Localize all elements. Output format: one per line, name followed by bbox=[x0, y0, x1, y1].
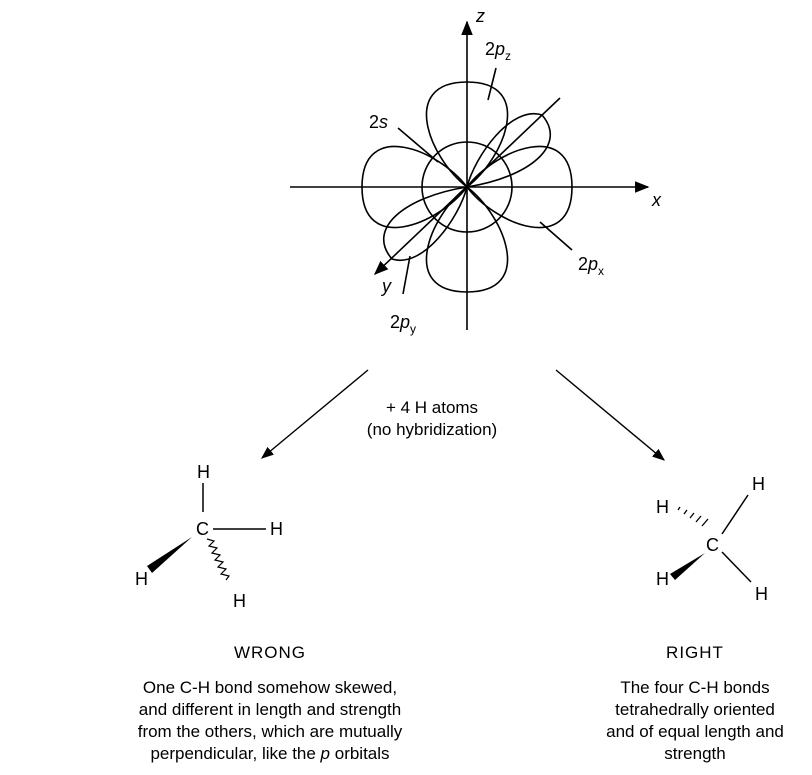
bond-c-h-bottomright bbox=[721, 551, 752, 583]
wrong-desc-line4: perpendicular, like the p orbitals bbox=[150, 744, 390, 763]
wrong-desc-line3: from the others, which are mutually bbox=[137, 722, 403, 741]
orbital-2py-back bbox=[465, 112, 552, 188]
wrong-carbon: C bbox=[196, 519, 209, 539]
right-h-bottomright: H bbox=[755, 584, 768, 604]
label-2py: 2py bbox=[390, 312, 416, 336]
orbital-2pz-upper bbox=[425, 81, 509, 189]
wavy-bond bbox=[206, 538, 231, 581]
orbital-figure bbox=[290, 20, 650, 330]
wrong-title: WRONG bbox=[233, 643, 307, 662]
center-note: + 4 H atoms (no hybridization) bbox=[352, 397, 512, 441]
label-2px: 2px bbox=[578, 254, 604, 278]
right-h-topleft: H bbox=[656, 497, 669, 517]
leader-2py bbox=[402, 255, 411, 295]
orbital-2pz-lower bbox=[425, 185, 509, 293]
wedge-bond-right bbox=[670, 553, 705, 580]
right-h-topright: H bbox=[752, 474, 765, 494]
leader-2pz bbox=[487, 67, 497, 101]
right-carbon: C bbox=[706, 535, 719, 555]
right-title: RIGHT bbox=[666, 643, 724, 662]
wrong-molecule: C H H H H bbox=[135, 462, 283, 611]
right-desc-line4: strength bbox=[664, 744, 726, 763]
arrow-to-right bbox=[555, 369, 665, 461]
wrong-h-bottom: H bbox=[233, 591, 246, 611]
right-desc-line2: tetrahedrally oriented bbox=[615, 700, 775, 719]
wrong-caption: WRONG One C-H bond somehow skewed, and d… bbox=[110, 642, 430, 765]
label-2pz: 2pz bbox=[485, 39, 511, 63]
orbital-2py-front bbox=[382, 186, 469, 262]
orbital-2px-left bbox=[361, 145, 469, 229]
leader-2s bbox=[397, 127, 439, 163]
label-2s: 2s bbox=[369, 112, 388, 132]
wrong-desc-line1: One C-H bond somehow skewed, bbox=[142, 678, 398, 697]
hash-bond bbox=[677, 506, 709, 527]
arrow-to-wrong bbox=[261, 369, 369, 459]
right-caption: RIGHT The four C-H bonds tetrahedrally o… bbox=[555, 642, 812, 765]
wrong-h-left: H bbox=[135, 569, 148, 589]
wrong-desc-line2: and different in length and strength bbox=[138, 700, 402, 719]
y-axis-label: y bbox=[380, 276, 392, 296]
right-desc-line3: and of equal length and bbox=[606, 722, 784, 741]
right-molecule: C H H H H bbox=[656, 474, 768, 604]
orbital-2px-right bbox=[465, 145, 573, 229]
wrong-h-right: H bbox=[270, 519, 283, 539]
wedge-bond bbox=[147, 537, 192, 573]
leader-2px bbox=[539, 221, 573, 251]
right-desc-line1: The four C-H bonds bbox=[620, 678, 770, 697]
orbital-2s bbox=[421, 141, 513, 233]
center-note-line2: (no hybridization) bbox=[366, 420, 498, 439]
right-h-bottomleft: H bbox=[656, 569, 669, 589]
wrong-h-top: H bbox=[197, 462, 210, 482]
bond-c-h-topright bbox=[721, 494, 749, 535]
z-axis-label: z bbox=[475, 6, 485, 26]
x-axis-label: x bbox=[651, 190, 662, 210]
center-note-line1: + 4 H atoms bbox=[385, 398, 479, 417]
